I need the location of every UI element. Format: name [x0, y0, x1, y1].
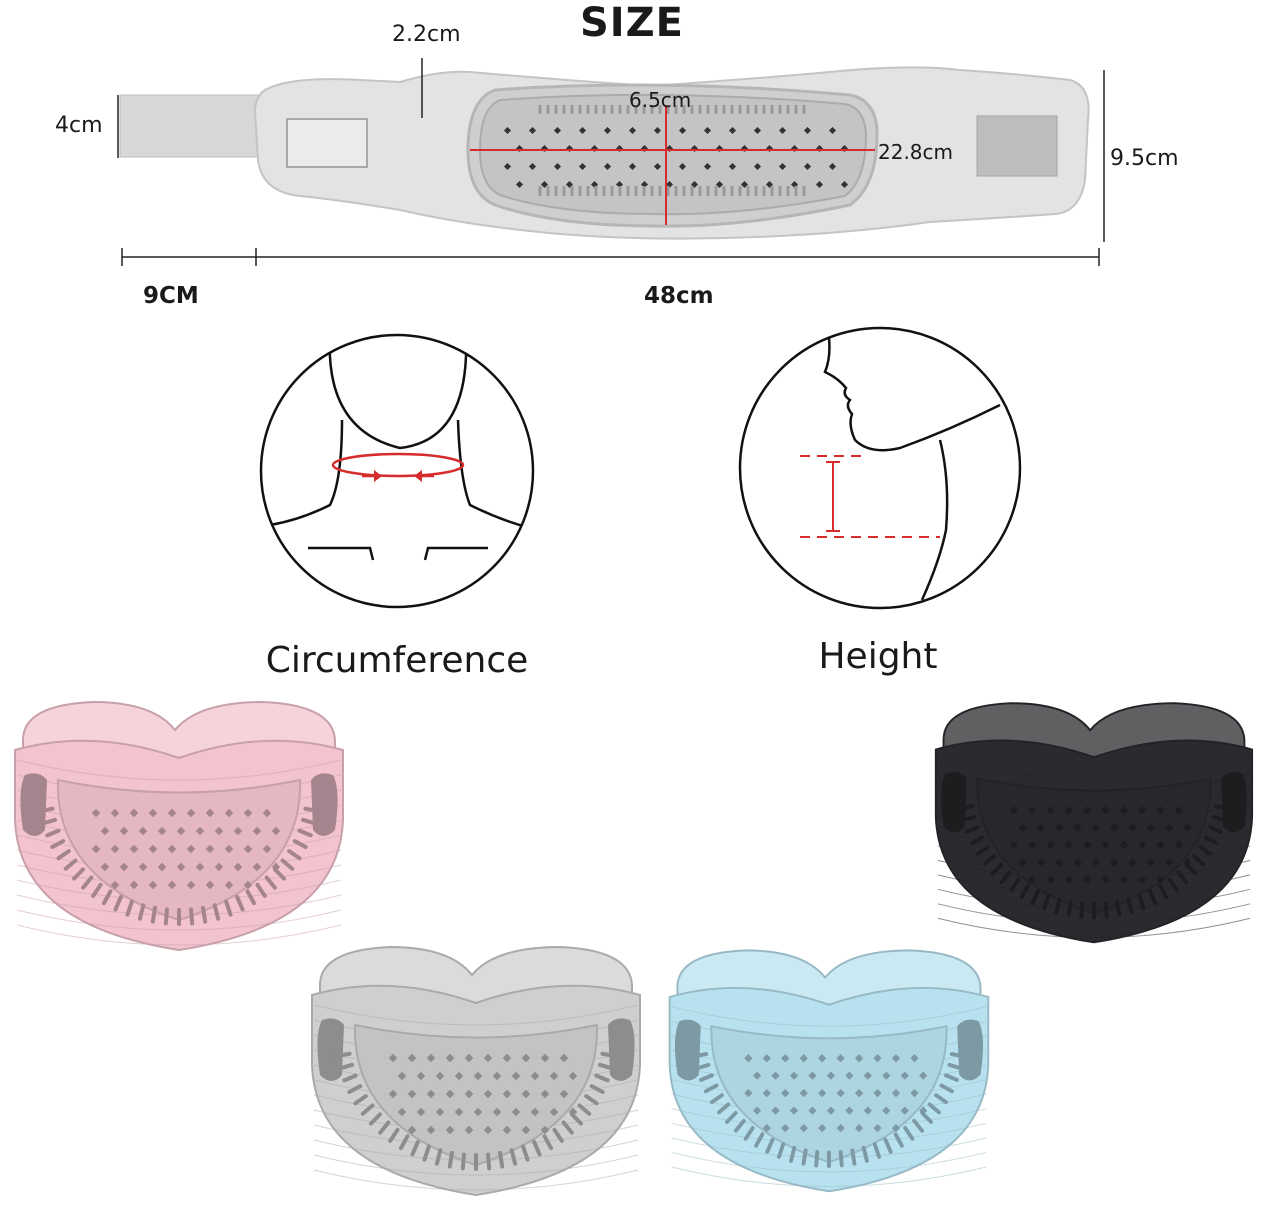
strap-width-label: 4cm	[55, 113, 103, 138]
circumference-diagram	[259, 333, 535, 609]
collar-gray	[311, 945, 641, 1197]
strap-thickness-label: 2.2cm	[392, 22, 461, 47]
velcro-patch-right	[976, 115, 1058, 177]
collar-pink	[14, 700, 344, 952]
height-diagram	[738, 326, 1022, 610]
pad-height-label: 6.5cm	[629, 88, 692, 112]
total-height-label: 9.5cm	[1110, 146, 1179, 171]
collar-black	[934, 702, 1254, 944]
velcro-strap	[119, 94, 266, 158]
velcro-tab-left	[286, 118, 368, 168]
collar-blue	[668, 949, 990, 1193]
circumference-label: Circumference	[265, 640, 529, 681]
strap-length-label: 9CM	[143, 283, 199, 309]
pad-length-label: 22.8cm	[878, 140, 954, 164]
height-label: Height	[818, 636, 938, 677]
page-title: SIZE	[579, 0, 685, 46]
flat-collar-diagram	[117, 58, 1105, 266]
collar-length-label: 48cm	[644, 283, 714, 309]
